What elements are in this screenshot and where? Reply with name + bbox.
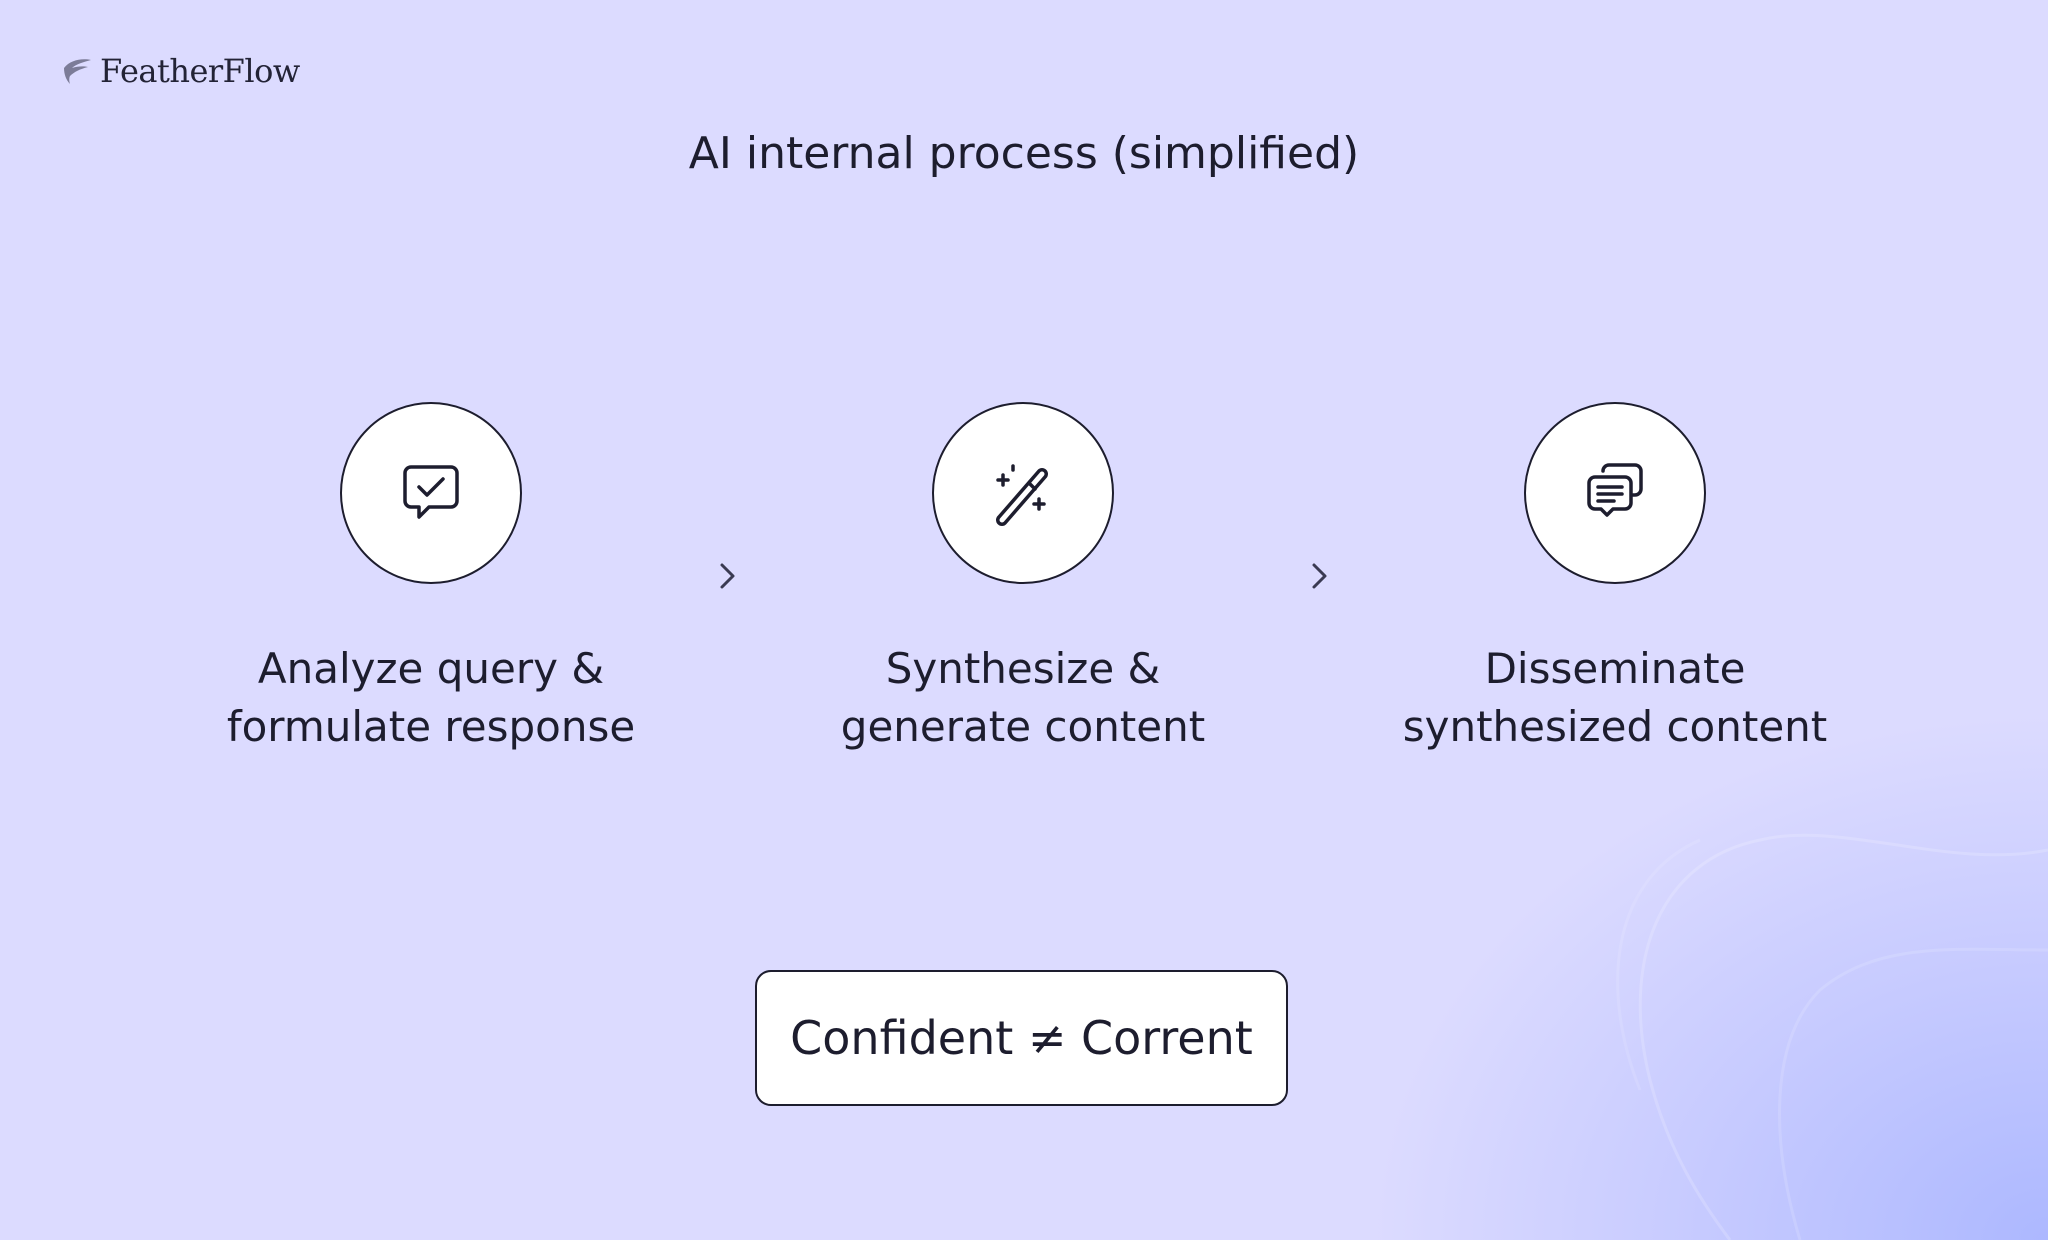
step-label-line: Analyze query & xyxy=(257,644,605,693)
step-icon-circle xyxy=(340,402,522,584)
chat-bubbles-icon xyxy=(1587,463,1643,517)
process-step-disseminate: Disseminate synthesized content xyxy=(1355,402,1875,756)
step-label: Disseminate synthesized content xyxy=(1355,640,1875,756)
process-step-analyze: Analyze query & formulate response xyxy=(171,402,691,756)
chevron-right-icon xyxy=(720,563,735,589)
chat-check-icon xyxy=(403,465,459,519)
step-label: Synthesize & generate content xyxy=(763,640,1283,756)
chevron-right-icon xyxy=(1312,563,1327,589)
magic-wand-icon xyxy=(996,464,1048,526)
feather-icon xyxy=(64,59,91,84)
brand-name: FeatherFlow xyxy=(100,52,300,90)
page-title: AI internal process (simplified) xyxy=(688,128,1360,179)
step-label: Analyze query & formulate response xyxy=(171,640,691,756)
brand-logo[interactable]: FeatherFlow xyxy=(62,52,300,90)
process-step-synthesize: Synthesize & generate content xyxy=(763,402,1283,756)
step-label-line: synthesized content xyxy=(1402,702,1828,751)
step-label-line: Synthesize & xyxy=(885,644,1161,693)
step-icon-circle xyxy=(1524,402,1706,584)
step-icon-circle xyxy=(932,402,1114,584)
step-label-line: formulate response xyxy=(226,702,636,751)
callout-box: Confident ≠ Corrent xyxy=(755,970,1288,1106)
step-label-line: generate content xyxy=(840,702,1206,751)
step-label-line: Disseminate xyxy=(1484,644,1746,693)
